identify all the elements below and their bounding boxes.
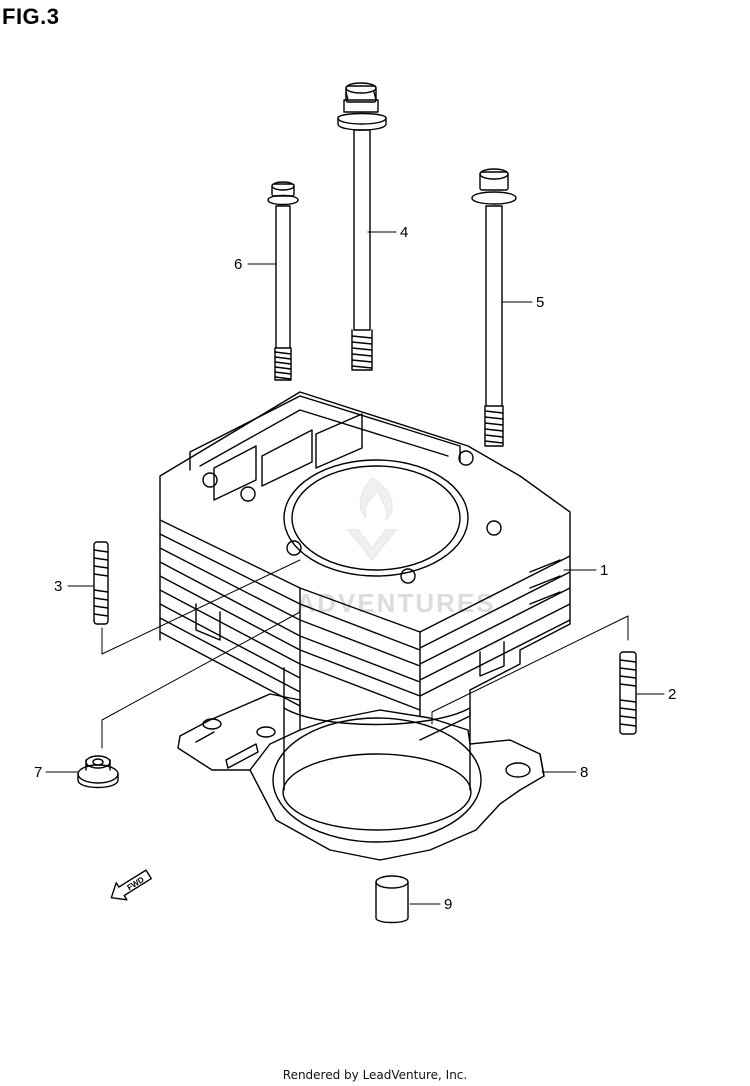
watermark-logo [347,477,397,561]
cylinder-part-1[interactable] [159,391,571,831]
watermark-text: ADVENTURES [296,588,495,618]
flange-nut-part-7[interactable] [77,755,119,789]
figure-title: FIG.3 [2,4,60,29]
footer-credit: Rendered by LeadVenture, Inc. [282,1068,468,1082]
forward-arrow-icon: FWD [110,869,153,901]
callout-7: 7 [34,764,42,781]
callout-5: 5 [536,294,544,311]
bolt-part-5[interactable] [471,168,517,447]
bolt-part-6[interactable] [267,181,299,381]
callout-1: 1 [600,562,608,579]
callout-2: 2 [668,686,676,703]
stud-part-3[interactable] [93,541,109,625]
callout-labels: 4 6 5 1 2 3 7 8 9 [34,224,676,913]
callout-4: 4 [400,224,408,241]
callout-6: 6 [234,256,242,273]
callout-8: 8 [580,764,588,781]
dowel-pin-part-9[interactable] [375,875,409,924]
stud-part-2[interactable] [619,651,637,735]
bolt-long-part-4[interactable] [337,82,387,371]
base-gasket-part-8[interactable] [177,693,545,861]
leader-lines [45,231,665,905]
callout-3: 3 [54,578,62,595]
callout-9: 9 [444,896,452,913]
